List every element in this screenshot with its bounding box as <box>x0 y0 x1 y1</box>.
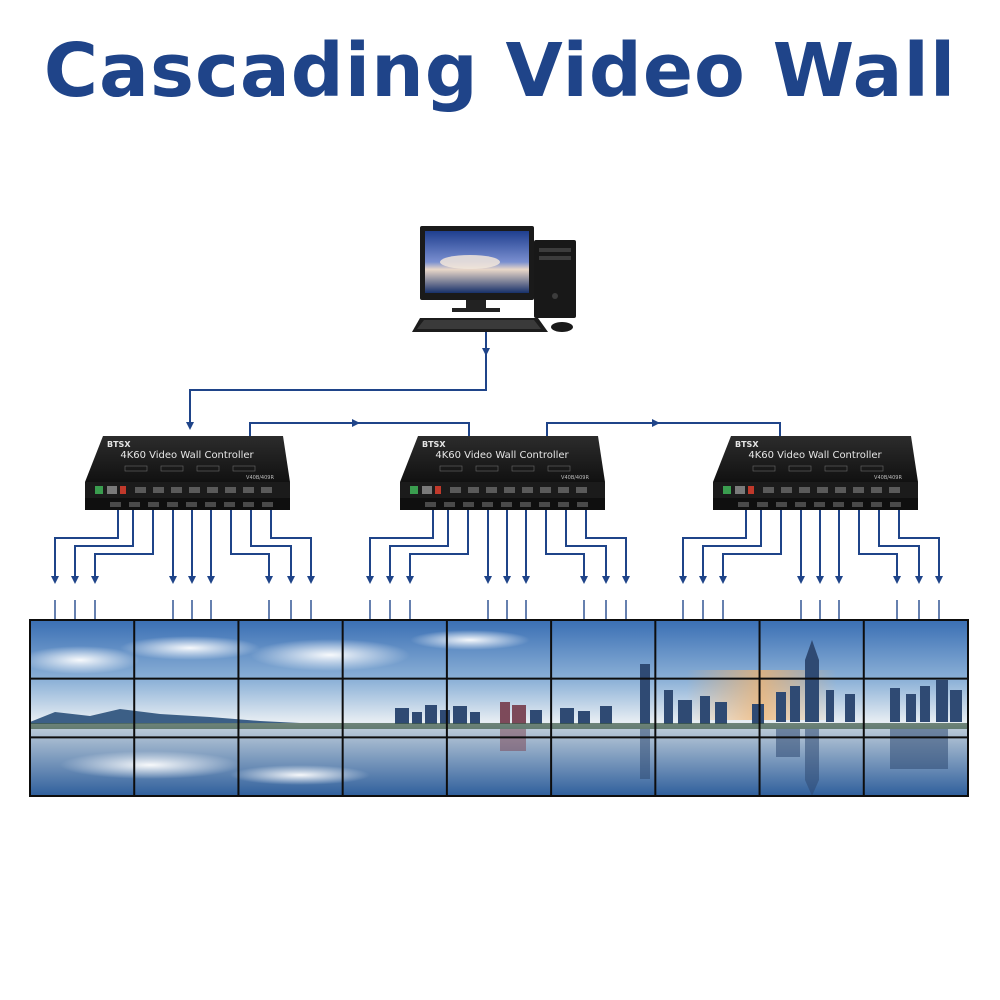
controller-label: 4K60 Video Wall Controller <box>435 450 569 461</box>
video-wall <box>20 619 969 797</box>
controller-brand: BTSX <box>735 440 759 449</box>
computer-icon <box>412 226 576 332</box>
controller-brand: BTSX <box>422 440 446 449</box>
controller-model: V40B/409R <box>246 475 274 481</box>
controller-model: V40B/409R <box>561 475 589 481</box>
controller-brand: BTSX <box>107 440 131 449</box>
controller-model: V40B/409R <box>874 475 902 481</box>
page-title: Cascading Video Wall <box>43 28 957 114</box>
controller-label: 4K60 Video Wall Controller <box>748 450 882 461</box>
controller-label: 4K60 Video Wall Controller <box>120 450 254 461</box>
